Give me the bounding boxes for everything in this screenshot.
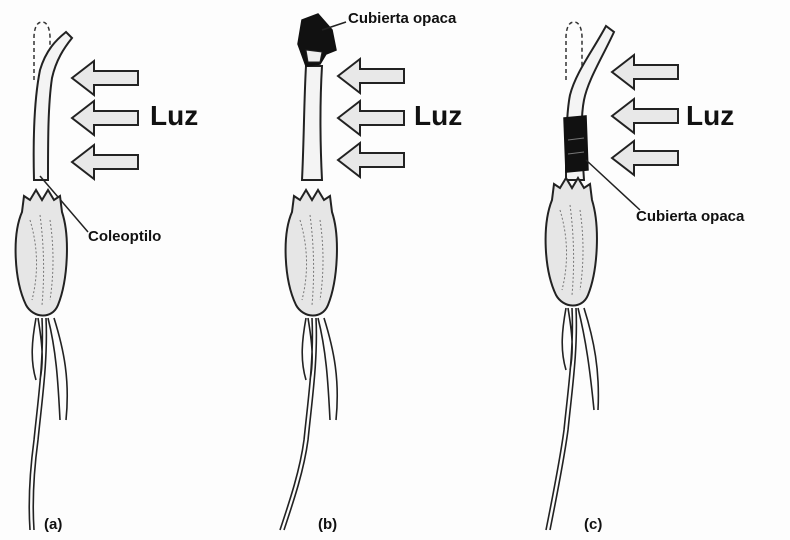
panel-label-a: (a) — [44, 516, 62, 533]
coleoptilo-label: Coleoptilo — [88, 228, 161, 245]
light-arrow-icon — [338, 101, 404, 135]
panel-b — [280, 14, 346, 530]
light-arrow-icon — [612, 99, 678, 133]
light-arrow-icon — [72, 61, 138, 95]
light-arrows-c — [612, 55, 678, 175]
panel-label-b: (b) — [318, 516, 337, 533]
roots-b — [280, 318, 337, 530]
light-arrow-icon — [338, 143, 404, 177]
light-arrows-a — [72, 61, 138, 179]
panel-c — [546, 22, 640, 530]
luz-label-c: Luz — [686, 100, 734, 132]
light-arrow-icon — [72, 101, 138, 135]
coleoptile-b — [302, 66, 322, 180]
seed-c — [546, 178, 597, 306]
light-arrow-icon — [338, 59, 404, 93]
roots-c — [546, 308, 598, 530]
panel-a — [16, 22, 88, 530]
cubierta-opaca-label-b: Cubierta opaca — [348, 10, 456, 27]
opaque-band-c — [564, 116, 588, 172]
seed-a — [16, 190, 67, 316]
luz-label-b: Luz — [414, 100, 462, 132]
seed-b — [286, 190, 337, 316]
roots-a — [29, 318, 67, 530]
light-arrow-icon — [612, 55, 678, 89]
light-arrow-icon — [612, 141, 678, 175]
light-arrows-b — [338, 59, 404, 177]
coleoptile-a — [34, 32, 72, 180]
panel-label-c: (c) — [584, 516, 602, 533]
light-arrow-icon — [72, 145, 138, 179]
luz-label-a: Luz — [150, 100, 198, 132]
cubierta-opaca-label-c: Cubierta opaca — [636, 208, 744, 225]
